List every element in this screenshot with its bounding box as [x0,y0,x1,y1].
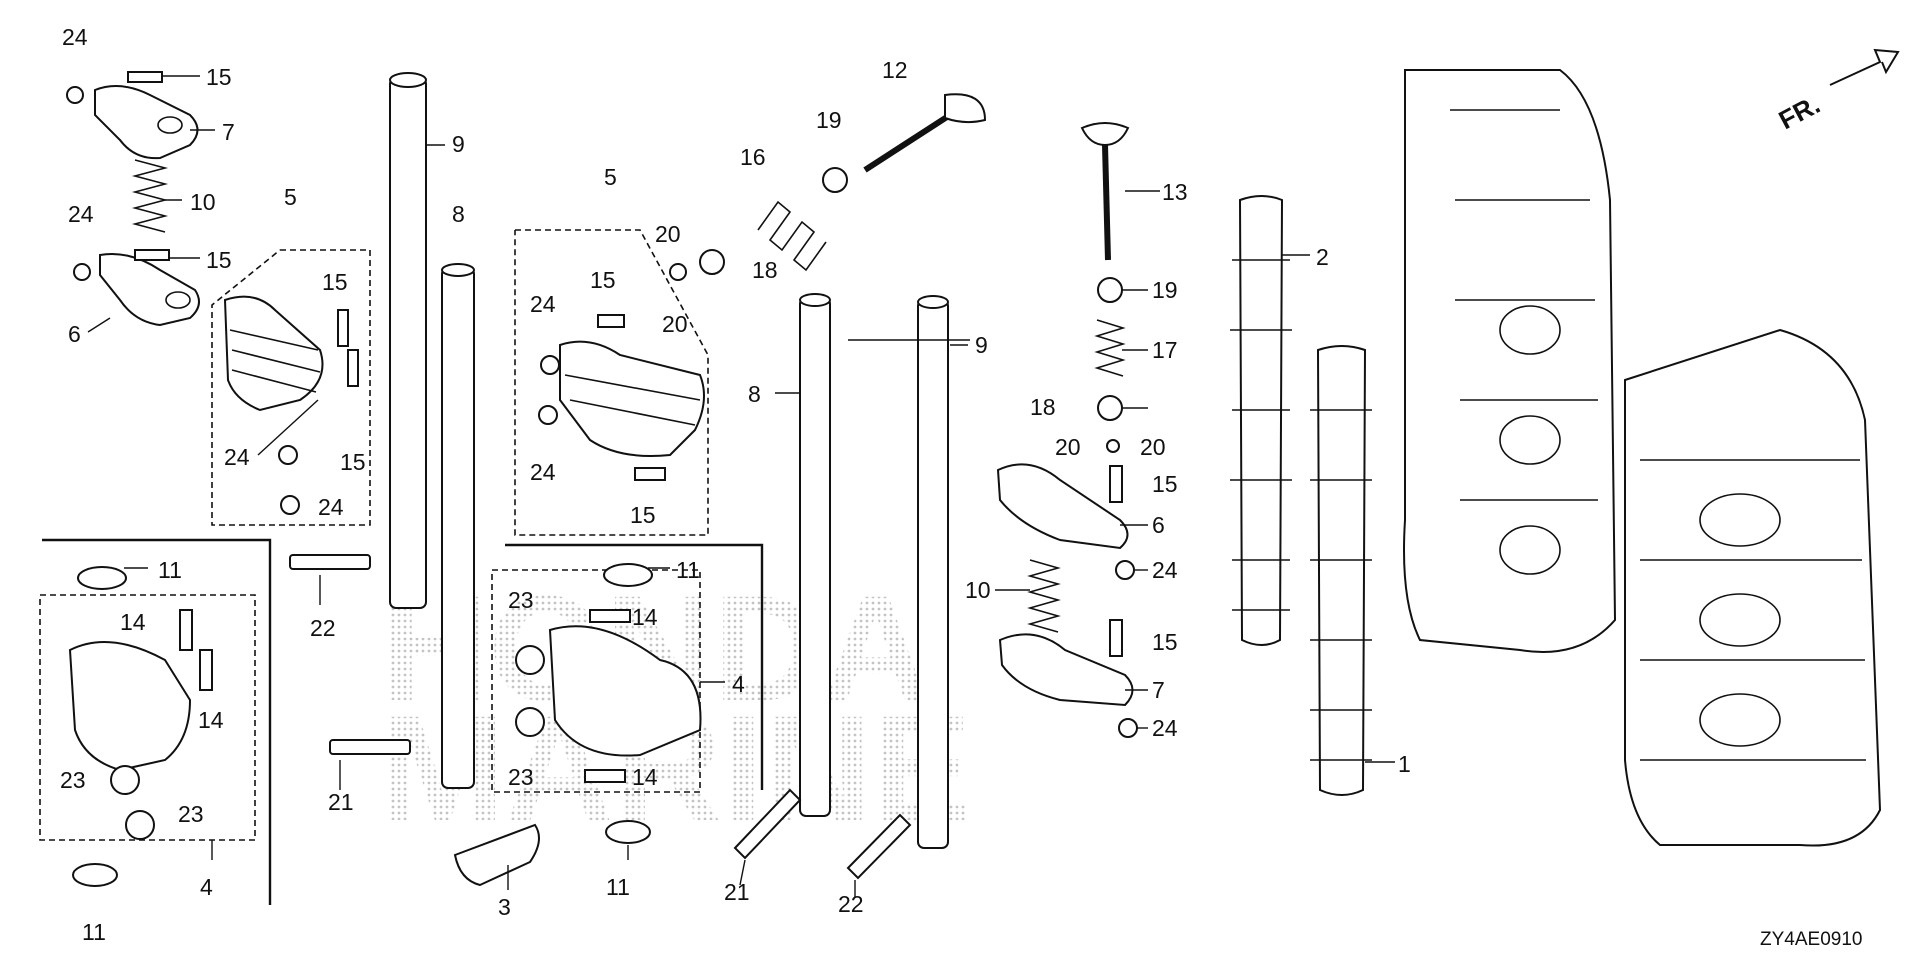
callout: 15 [630,502,656,528]
callout: 4 [200,874,213,900]
callout: 16 [740,144,766,170]
front-label: FR. [1774,89,1825,135]
callout: 14 [198,707,224,733]
cylinder-head-front [1624,328,1882,847]
rocker-arm-assembly-5-left [223,295,324,456]
rocker-shaft-8-left [441,263,475,789]
diagram-code: ZY4AE0910 [1760,929,1862,950]
camshaft-2 [1230,195,1292,646]
callout: 11 [158,557,182,583]
callout: 8 [452,201,465,227]
callout: 21 [724,879,750,905]
callout: 19 [1152,277,1178,303]
callout: 5 [604,164,617,190]
callout: 20 [662,311,688,337]
rocker-arm-6-right [996,463,1129,550]
callout: 19 [816,107,842,133]
callout: 18 [1030,394,1056,420]
callout: 24 [1152,557,1178,583]
retainers-middle [669,167,848,281]
callout: 13 [1162,179,1188,205]
valve-12 [863,93,987,173]
callout: 10 [190,189,216,215]
washers-11 [72,563,653,887]
rocker-assembly-4-left [68,609,213,840]
callout: 5 [284,184,297,210]
callout: 24 [1152,715,1178,741]
callout: 21 [328,789,354,815]
leader-lines [87,75,1395,898]
front-arrow: FR. [1774,48,1900,135]
callout: 10 [965,577,991,603]
callout: 23 [178,801,204,827]
callout: 15 [322,269,348,295]
rocker-arm-assembly-5-middle [538,314,705,481]
callout: 8 [748,381,761,407]
rocker-arm-7-left [94,85,199,160]
callout: 23 [508,764,534,790]
callout: 14 [632,604,658,630]
rocker-shaft-8-middle [799,293,831,817]
valve-spring-17 [1094,319,1126,377]
callout: 11 [82,919,106,945]
callout: 23 [508,587,534,613]
callout: 15 [206,64,232,90]
callout: 15 [1152,471,1178,497]
bolts [289,554,912,880]
cylinder-head-rear [1403,69,1617,653]
callout: 24 [530,459,556,485]
callout: 3 [498,894,511,920]
callout: 15 [1152,629,1178,655]
callout: 7 [222,119,235,145]
callout: 22 [310,615,336,641]
callout: 22 [838,891,864,917]
valve-13 [1080,122,1130,261]
section-frames [39,229,764,905]
rocker-arm-7-right [998,633,1134,707]
callout: 11 [676,557,700,583]
callout: 9 [452,131,465,157]
callouts: 24 15 7 10 24 15 6 5 15 15 24 24 15 9 8 … [60,24,1862,950]
callout: 17 [1152,337,1178,363]
callout: 12 [882,57,908,83]
callout: 24 [68,201,94,227]
small-springs-left [66,71,359,515]
callout: 15 [206,247,232,273]
valve-spring-10-right [1027,559,1061,633]
callout: 24 [318,494,344,520]
callout: 15 [590,267,616,293]
camshaft-1 [1310,345,1372,796]
callout: 14 [120,609,146,635]
callout: 20 [1140,434,1166,460]
callout: 1 [1398,751,1411,777]
rocker-assembly-4-middle [515,609,702,783]
rocker-shaft-9-left [389,72,427,609]
callout: 11 [606,874,630,900]
callout: 18 [752,257,778,283]
rocker-shaft-9-middle [917,295,949,849]
callout: 20 [1055,434,1081,460]
callout: 4 [732,671,745,697]
callout: 14 [632,764,658,790]
valve-spring-16 [757,200,827,272]
rocker-arm-6-left [99,253,200,327]
callout: 24 [62,24,88,50]
callout: 20 [655,221,681,247]
callout: 24 [224,444,250,470]
callout: 9 [975,332,988,358]
callout: 2 [1316,244,1329,270]
callout: 6 [1152,512,1165,538]
callout: 7 [1152,677,1165,703]
bracket-3 [453,823,540,887]
retainers-right [1097,277,1138,738]
callout: 23 [60,767,86,793]
callout: 15 [340,449,366,475]
callout: 6 [68,321,81,347]
callout: 24 [530,291,556,317]
valve-spring-10-left [131,159,169,233]
